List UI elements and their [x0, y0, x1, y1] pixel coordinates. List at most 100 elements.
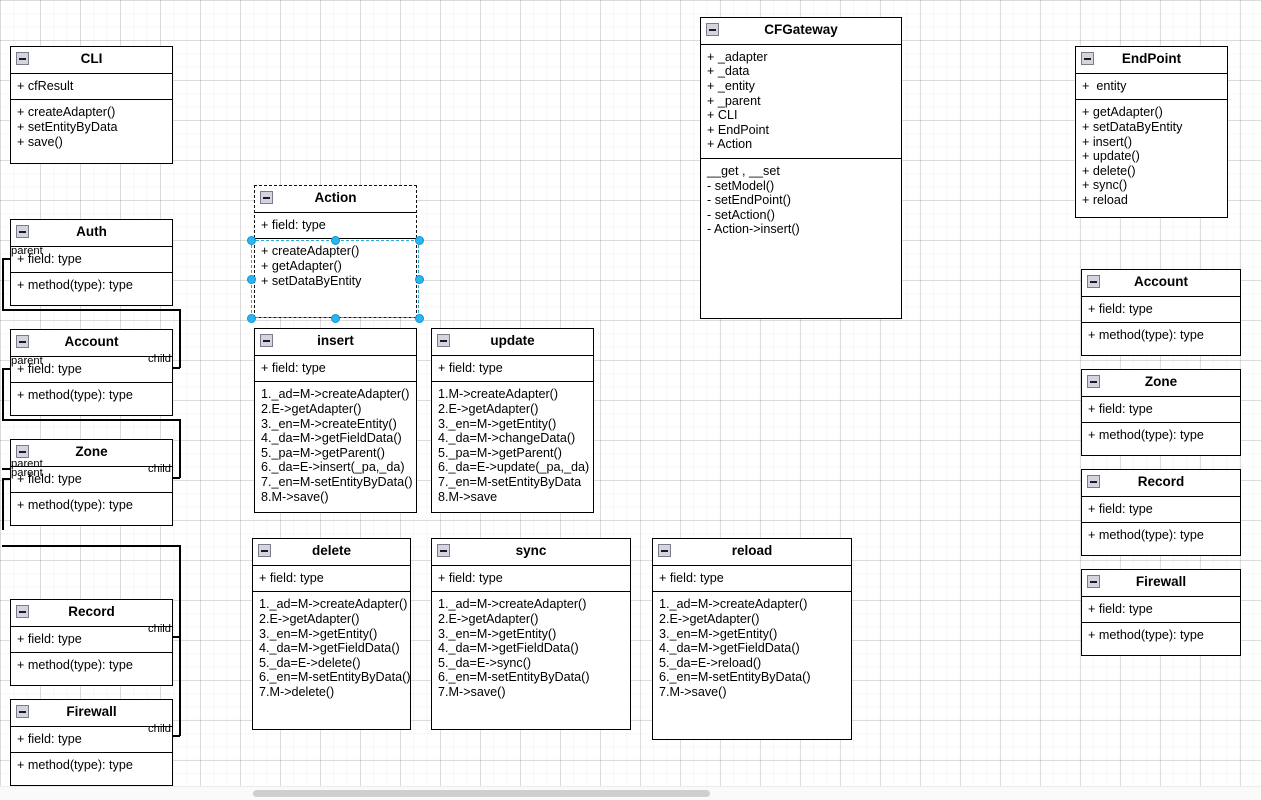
- uml-attributes-zone-right: + field: type: [1082, 397, 1240, 424]
- uml-class-action[interactable]: Action+ field: type+ createAdapter()+ ge…: [254, 185, 417, 318]
- uml-attribute-line: + cfResult: [17, 78, 74, 93]
- uml-class-name: Action: [314, 190, 357, 205]
- uml-attribute-line: + entity: [1082, 78, 1127, 93]
- uml-attribute-line: + _entity: [707, 79, 755, 94]
- resize-handle-s[interactable]: [330, 313, 340, 323]
- uml-class-name: Zone: [1144, 374, 1178, 389]
- uml-class-name: delete: [311, 543, 352, 558]
- uml-methods-delete: 1._ad=M->createAdapter()2.E->getAdapter(…: [253, 592, 411, 705]
- uml-attributes-sync: + field: type: [432, 566, 630, 593]
- uml-method-line: 3._en=M->getEntity(): [259, 626, 378, 641]
- collapse-icon[interactable]: [16, 445, 29, 458]
- uml-class-firewall-right[interactable]: Firewall+ field: type+ method(type): typ…: [1081, 569, 1241, 656]
- uml-class-delete[interactable]: delete + field: type 1._ad=M->createAdapte…: [252, 538, 411, 730]
- uml-attributes-cli: + cfResult: [11, 74, 172, 101]
- uml-method-line: + setDataByEntity: [1082, 120, 1183, 135]
- uml-method-line: 7._en=M-setEntityByData: [438, 475, 582, 489]
- connector-label-auth-parent: parent: [11, 245, 43, 257]
- uml-methods-update: 1.M->createAdapter()2.E->getAdapter()3._…: [432, 382, 593, 510]
- collapse-icon[interactable]: [1087, 475, 1100, 488]
- collapse-icon[interactable]: [16, 335, 29, 348]
- collapse-icon[interactable]: [658, 544, 671, 557]
- uml-class-endpoint[interactable]: EndPoint+ entity+ getAdapter()+ setDataB…: [1075, 46, 1228, 218]
- uml-methods-zone-right: + method(type): type: [1082, 423, 1240, 449]
- uml-attributes-firewall-left: + field: type: [11, 727, 172, 754]
- uml-methods-cli: + createAdapter()+ setEntityByData+ save…: [11, 100, 172, 155]
- uml-method-line: 5._da=E->delete(): [259, 655, 361, 670]
- uml-method-line: - setAction(): [707, 207, 775, 222]
- uml-class-auth[interactable]: Auth+ field: type+ method(type): type: [10, 219, 173, 306]
- collapse-icon[interactable]: [437, 544, 450, 557]
- connector-label-account-parent: parent: [11, 355, 43, 367]
- collapse-icon[interactable]: [258, 544, 271, 557]
- resize-handle-w[interactable]: [246, 274, 256, 284]
- uml-method-line: 3._en=M->createEntity(): [261, 416, 397, 431]
- uml-attributes-insert: + field: type: [255, 356, 416, 383]
- uml-class-cfgateway[interactable]: CFGateway+ _adapter+ _data+ _entity+ _pa…: [700, 17, 902, 319]
- collapse-icon[interactable]: [1087, 275, 1100, 288]
- connector-label-firewall-child: child: [148, 723, 172, 735]
- resize-handle-sw[interactable]: [246, 313, 256, 323]
- uml-class-record-right[interactable]: Record+ field: type+ method(type): type: [1081, 469, 1241, 556]
- uml-method-line: 2.E->getAdapter(): [659, 612, 760, 627]
- uml-method-line: + update(): [1082, 149, 1140, 164]
- uml-attribute-line: + field: type: [259, 570, 324, 585]
- collapse-icon[interactable]: [1081, 52, 1094, 65]
- collapse-icon[interactable]: [16, 52, 29, 65]
- uml-method-line: 2.E->getAdapter(): [261, 402, 362, 417]
- uml-method-line: 6._da=E->update(_pa,_da): [438, 460, 590, 475]
- resize-handle-ne[interactable]: [414, 235, 424, 245]
- uml-class-cli[interactable]: CLI+ cfResult+ createAdapter()+ setEntit…: [10, 46, 173, 164]
- uml-method-line: + method(type): type: [1088, 328, 1204, 343]
- resize-handle-nw[interactable]: [246, 235, 256, 245]
- uml-attribute-line: + field: type: [17, 471, 82, 486]
- uml-method-line: 7.M->delete(): [259, 685, 335, 699]
- uml-method-line: 8.M->save: [438, 489, 498, 504]
- horizontal-scrollbar-track[interactable]: [0, 786, 1261, 800]
- resize-handle-n[interactable]: [330, 235, 340, 245]
- uml-method-line: + delete(): [1082, 163, 1136, 178]
- uml-method-line: 1._ad=M->createAdapter(): [261, 387, 410, 402]
- connector-label-zone-child: child: [148, 463, 172, 475]
- uml-class-name: Account: [64, 334, 119, 349]
- uml-attributes-cfgateway: + _adapter+ _data+ _entity+ _parent+ CLI…: [701, 45, 901, 159]
- uml-methods-firewall-left: + method(type): type: [11, 753, 172, 779]
- uml-methods-insert: 1._ad=M->createAdapter()2.E->getAdapter(…: [255, 382, 416, 510]
- collapse-icon[interactable]: [1087, 575, 1100, 588]
- collapse-icon[interactable]: [16, 705, 29, 718]
- uml-attributes-reload: + field: type: [653, 566, 851, 593]
- uml-class-title-row-record-left: Record: [11, 600, 172, 627]
- uml-class-record-left[interactable]: Record+ field: type+ method(type): type: [10, 599, 173, 686]
- uml-class-name: sync: [515, 543, 547, 558]
- collapse-icon[interactable]: [260, 334, 273, 347]
- uml-attribute-line: + field: type: [438, 570, 503, 585]
- resize-handle-e[interactable]: [414, 274, 424, 284]
- uml-class-account-right[interactable]: Account+ field: type+ method(type): type: [1081, 269, 1241, 356]
- uml-class-firewall-left[interactable]: Firewall+ field: type+ method(type): typ…: [10, 699, 173, 786]
- connector-label-zone-parent-2: parent: [11, 467, 43, 479]
- uml-attributes-auth: + field: type: [11, 247, 172, 274]
- collapse-icon[interactable]: [1087, 375, 1100, 388]
- uml-attribute-line: + field: type: [1088, 601, 1153, 616]
- uml-method-line: 3._en=M->getEntity(): [438, 626, 557, 641]
- collapse-icon[interactable]: [260, 191, 273, 204]
- collapse-icon[interactable]: [16, 225, 29, 238]
- uml-attribute-line: + field: type: [1088, 401, 1153, 416]
- uml-class-zone-right[interactable]: Zone + field: type + method(type): type: [1081, 369, 1241, 456]
- uml-class-title-row-auth: Auth: [11, 220, 172, 247]
- horizontal-scrollbar-thumb[interactable]: [253, 790, 710, 797]
- collapse-icon[interactable]: [706, 23, 719, 36]
- collapse-icon[interactable]: [437, 334, 450, 347]
- uml-method-line: 5._pa=M->getParent(): [438, 445, 562, 460]
- uml-method-line: + save(): [17, 134, 63, 149]
- uml-class-account-left[interactable]: Account+ field: type+ method(type): type: [10, 329, 173, 416]
- uml-class-zone-left[interactable]: Zone+ field: type+ method(type): type: [10, 439, 173, 526]
- resize-handle-se[interactable]: [414, 313, 424, 323]
- collapse-icon[interactable]: [16, 605, 29, 618]
- uml-attribute-line: + _adapter: [707, 49, 768, 64]
